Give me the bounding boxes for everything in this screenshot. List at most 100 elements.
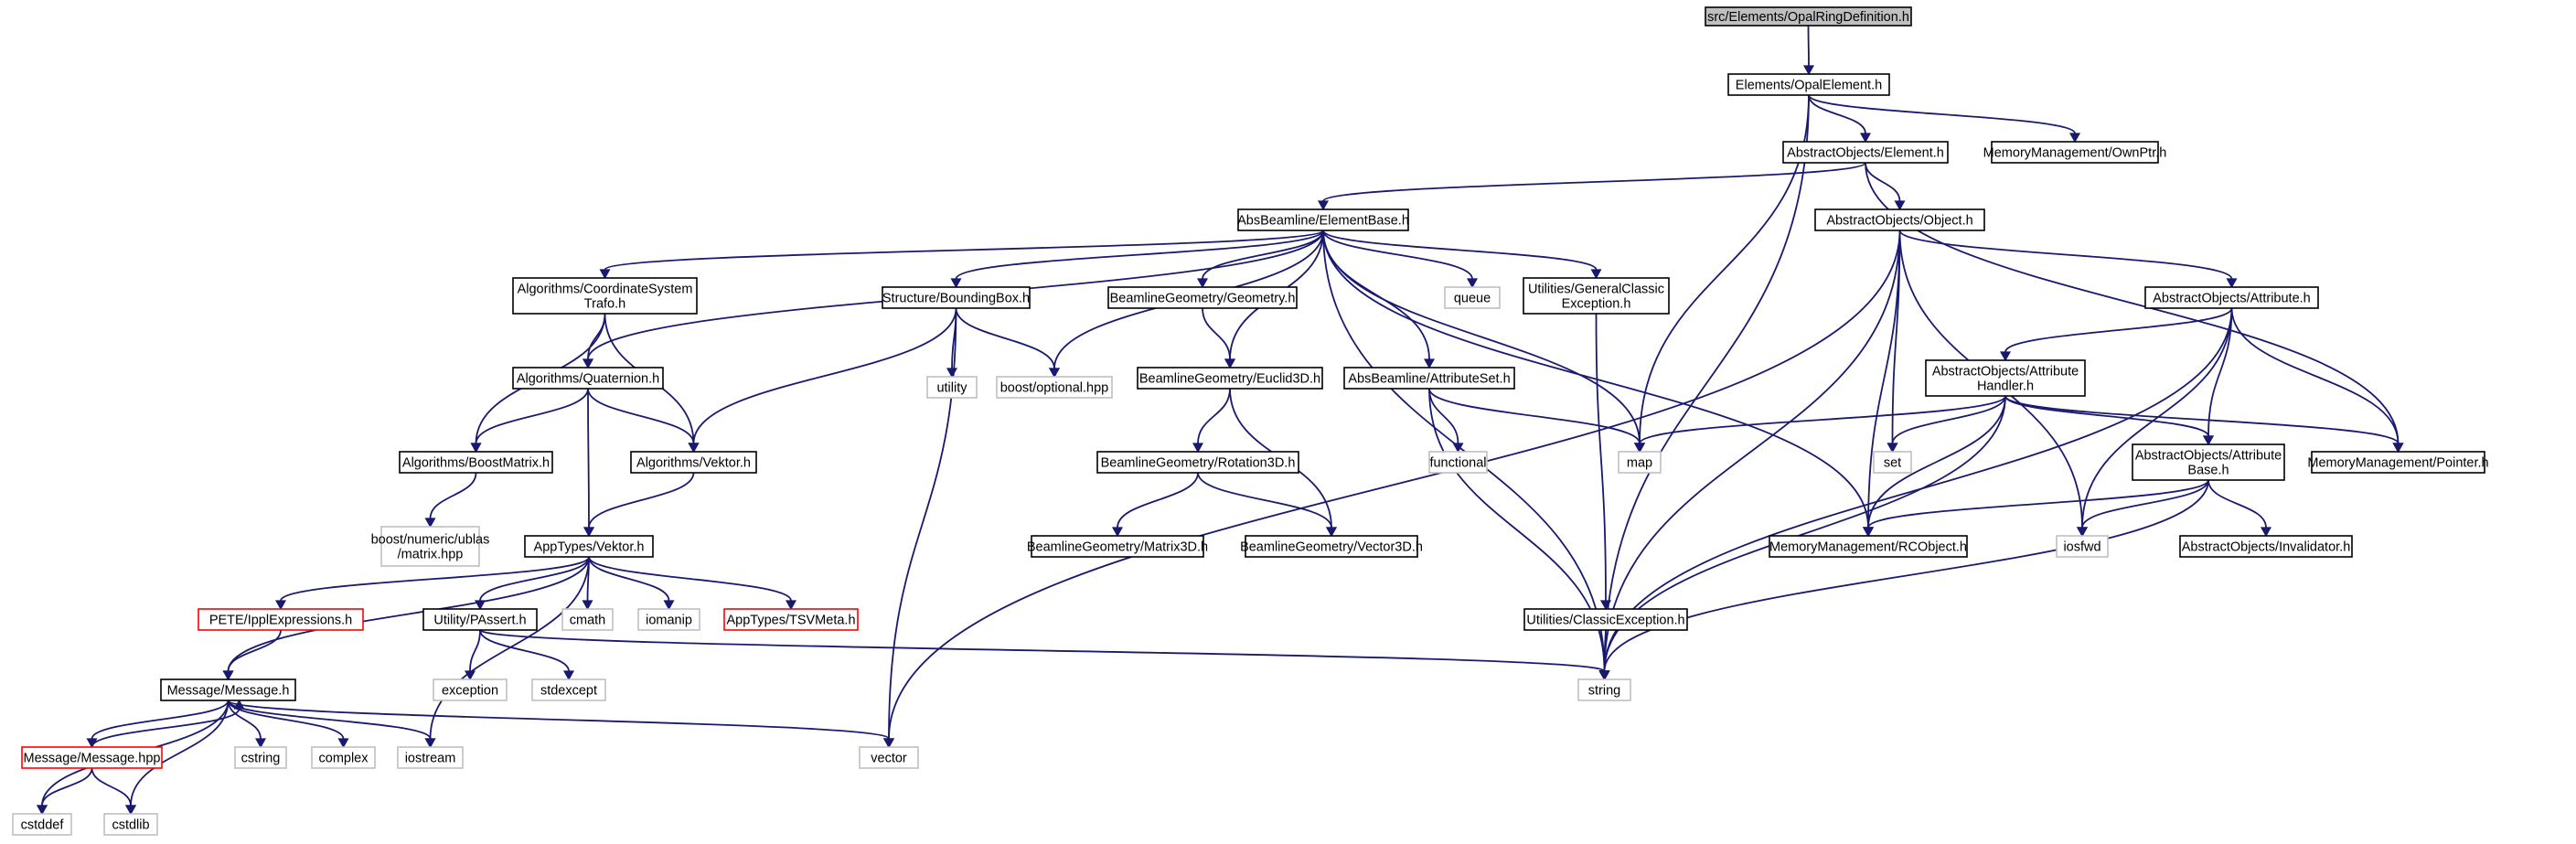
- node-label-map-0: map: [1627, 456, 1652, 471]
- node-element[interactable]: AbstractObjects/Element.h: [1782, 141, 1949, 164]
- node-stdexcept: stdexcept: [531, 678, 606, 701]
- node-object[interactable]: AbstractObjects/Object.h: [1814, 208, 1985, 231]
- edge-object-to-rcobject: [1867, 230, 1901, 529]
- node-geometry[interactable]: BeamlineGeometry/Geometry.h: [1107, 286, 1298, 309]
- arrowhead-messageh-to-vector: [882, 738, 895, 749]
- node-box-cmath: [561, 608, 614, 631]
- node-ownptr[interactable]: MemoryManagement/OwnPtr.h: [1983, 141, 2167, 164]
- node-box-object: [1814, 208, 1985, 231]
- node-root[interactable]: src/Elements/OpalRingDefinition.h: [1705, 6, 1912, 27]
- node-box-coordtrafo: [512, 277, 698, 315]
- node-label-queue-0: queue: [1454, 292, 1491, 306]
- edge-passert-to-exception: [469, 629, 481, 672]
- node-passert[interactable]: Utility/PAssert.h: [422, 608, 538, 631]
- edge-elementbase-to-rcobject: [1322, 230, 1869, 529]
- node-box-functional: [1428, 451, 1488, 474]
- node-attribute[interactable]: AbstractObjects/Attribute.h: [2144, 286, 2319, 309]
- edge-elementbase-to-coordtrafo: [604, 230, 1324, 271]
- node-label-stdexcept-0: stdexcept: [540, 684, 597, 699]
- arrowhead-boundingbox-to-boostoptional: [1048, 368, 1061, 379]
- node-iosfwd: iosfwd: [2056, 535, 2109, 558]
- arrowhead-pete-to-messageh: [222, 670, 234, 681]
- node-label-matrix3d-0: BeamlineGeometry/Matrix3D.h: [1027, 540, 1208, 555]
- edge-attrhandler-to-pointer: [2004, 395, 2400, 444]
- node-label-complex-0: complex: [319, 752, 369, 766]
- arrowhead-passert-to-stdexcept: [562, 670, 575, 681]
- arrowhead-rotation3d-to-matrix3d: [1111, 527, 1124, 538]
- node-box-genclassicexc: [1523, 277, 1670, 315]
- node-box-attrhandler: [1925, 359, 2086, 397]
- node-vector3d[interactable]: BeamlineGeometry/Vector3D.h: [1240, 535, 1423, 558]
- node-box-messageh: [160, 678, 296, 701]
- node-pointer[interactable]: MemoryManagement/Pointer.h: [2307, 451, 2489, 474]
- node-box-attribute: [2144, 286, 2319, 309]
- node-box-cstring: [234, 746, 287, 769]
- edge-quaternion-to-algvektor: [587, 388, 695, 444]
- arrowhead-elementbase-to-attributeset: [1423, 358, 1436, 369]
- edge-object-to-attribute: [1898, 230, 2233, 280]
- edge-messageh-to-iostream: [227, 700, 432, 740]
- node-box-passert: [422, 608, 538, 631]
- arrowhead-passert-to-exception: [464, 670, 476, 681]
- node-matrix3d[interactable]: BeamlineGeometry/Matrix3D.h: [1027, 535, 1208, 558]
- node-boundingbox[interactable]: Structure/BoundingBox.h: [882, 286, 1031, 309]
- arrowhead-apptypesvektor-to-pete: [274, 600, 287, 611]
- node-label-elementbase-0: AbsBeamline/ElementBase.h: [1237, 214, 1409, 229]
- node-quaternion[interactable]: Algorithms/Quaternion.h: [512, 367, 664, 390]
- edge-boundingbox-to-algvektor: [692, 307, 957, 444]
- edge-elementbase-to-map: [1322, 230, 1641, 444]
- node-box-rotation3d: [1096, 451, 1299, 474]
- arrowhead-attrhandler-to-pointer: [2392, 443, 2404, 454]
- node-box-attrbase: [2132, 443, 2285, 481]
- node-queue: queue: [1444, 286, 1501, 309]
- node-euclid3d[interactable]: BeamlineGeometry/Euclid3D.h: [1137, 367, 1323, 390]
- arrowhead-root-to-opalelement: [1802, 65, 1815, 76]
- node-messagehpp[interactable]: Message/Message.hpp: [21, 746, 163, 769]
- edge-attributeset-to-map: [1428, 388, 1641, 444]
- node-box-rcobject: [1769, 535, 1968, 558]
- node-attributeset[interactable]: AbsBeamline/AttributeSet.h: [1343, 367, 1515, 390]
- node-apptypesvektor[interactable]: AppTypes/Vektor.h: [524, 535, 654, 558]
- node-classicexc[interactable]: Utilities/ClassicException.h: [1523, 608, 1688, 631]
- node-string: string: [1577, 678, 1631, 701]
- arrowhead-messageh-to-cstring: [254, 738, 267, 749]
- arrowhead-attrbase-to-iosfwd: [2076, 527, 2089, 538]
- node-rcobject[interactable]: MemoryManagement/RCObject.h: [1769, 535, 1968, 558]
- node-label-quaternion-0: Algorithms/Quaternion.h: [517, 372, 659, 387]
- arrowhead-attrhandler-to-attrbase: [2202, 435, 2215, 446]
- node-iomanip: iomanip: [637, 608, 700, 631]
- node-label-attrhandler-1: Handler.h: [1977, 379, 2034, 394]
- node-rotation3d[interactable]: BeamlineGeometry/Rotation3D.h: [1096, 451, 1299, 474]
- edge-passert-to-stdexcept: [479, 629, 570, 672]
- node-box-attributeset: [1343, 367, 1515, 390]
- node-cstring: cstring: [234, 746, 287, 769]
- node-label-passert-0: Utility/PAssert.h: [433, 614, 526, 628]
- node-opalelement[interactable]: Elements/OpalElement.h: [1727, 73, 1890, 96]
- node-box-pointer: [2311, 451, 2485, 474]
- arrowhead-opalelement-to-ownptr: [2068, 133, 2081, 144]
- nodes-layer: src/Elements/OpalRingDefinition.hElement…: [12, 6, 2489, 836]
- node-tsvmeta[interactable]: AppTypes/TSVMeta.h: [723, 608, 859, 631]
- node-box-tsvmeta: [723, 608, 859, 631]
- edges-layer: [36, 25, 2404, 816]
- node-label-apptypesvektor-0: AppTypes/Vektor.h: [534, 540, 645, 555]
- edge-opalelement-to-element: [1808, 94, 1866, 134]
- node-messageh[interactable]: Message/Message.h: [160, 678, 296, 701]
- node-algvektor[interactable]: Algorithms/Vektor.h: [630, 451, 757, 474]
- node-boostmatrix[interactable]: Algorithms/BoostMatrix.h: [399, 451, 553, 474]
- node-invalidator[interactable]: AbstractObjects/Invalidator.h: [2179, 535, 2353, 558]
- node-pete[interactable]: PETE/IpplExpressions.h: [198, 608, 364, 631]
- arrowhead-coordtrafo-to-quaternion: [582, 358, 594, 369]
- node-box-ublasmatrix: [380, 526, 480, 567]
- node-box-matrix3d: [1031, 535, 1204, 558]
- arrowhead-messageh-to-iostream: [424, 738, 436, 749]
- arrowhead-apptypesvektor-to-iomanip: [663, 600, 675, 611]
- node-elementbase[interactable]: AbsBeamline/ElementBase.h: [1237, 208, 1409, 231]
- arrowhead-attrbase-to-rcobject: [1862, 527, 1875, 538]
- node-complex: complex: [311, 746, 376, 769]
- edge-boundingbox-to-vector: [888, 307, 957, 740]
